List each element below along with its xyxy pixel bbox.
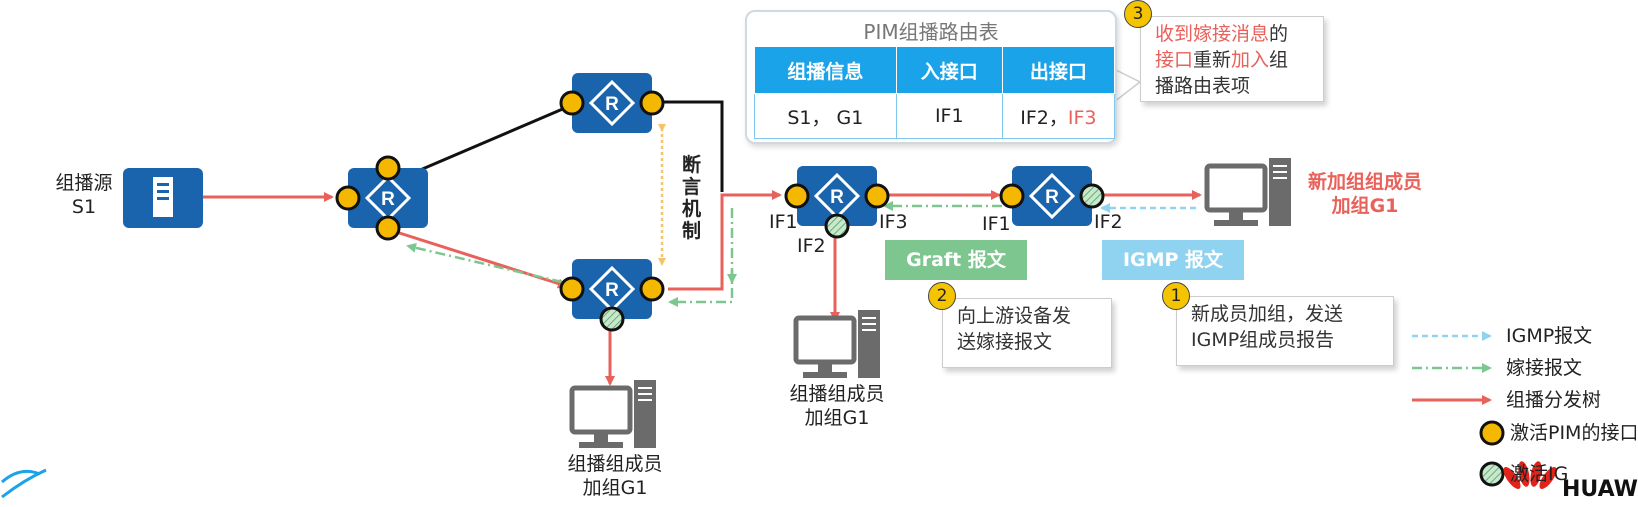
pim-table-cell-out-existing: IF2，	[1020, 106, 1068, 129]
pim-table-header-out: 出接口	[1001, 46, 1116, 94]
legend-pim-if-label: 激活PIM的接口	[1510, 422, 1636, 444]
multicast-source-server-icon	[123, 168, 203, 228]
pim-table-title: PIM组播路由表	[863, 20, 999, 44]
igmp-message-tag: IGMP 报文	[1102, 240, 1244, 280]
legend-igmp-label: IGMP报文	[1506, 325, 1593, 347]
graft-middle-to-lower	[668, 208, 734, 307]
receiver-new-line1: 新加组组成员	[1307, 171, 1422, 193]
callout3-part3: 接口	[1155, 49, 1194, 71]
callout-1: 新成员加组，发送 IGMP组成员报告	[1176, 296, 1394, 366]
callout3-line3: 播路由表项	[1155, 75, 1251, 97]
callout3-pointer	[1113, 68, 1142, 104]
if3-label-middle: IF3	[879, 211, 908, 233]
if1-label-middle: IF1	[769, 211, 798, 233]
step-3-badge: 3	[1124, 0, 1152, 28]
receiver-middle-line1: 组播组成员	[789, 383, 885, 405]
receiver-new-pc-icon	[1207, 158, 1291, 226]
receiver-new-line2: 加组G1	[1331, 195, 1399, 217]
pim-table-header-in: 入接口	[895, 46, 1003, 94]
legend-graft-label: 嫁接报文	[1506, 357, 1583, 379]
callout3-line1: 收到嫁接消息的	[1155, 21, 1323, 47]
callout3-part6: 组	[1269, 49, 1289, 71]
legend-pim-if-icon	[1479, 420, 1505, 446]
if2-label-middle: IF2	[797, 235, 826, 257]
if2-label-right: IF2	[1094, 211, 1123, 233]
callout3-line2: 接口重新加入组	[1155, 47, 1323, 73]
pim-table-cell-info: S1， G1	[754, 93, 897, 139]
legend-igmp-if-icon	[1479, 461, 1505, 487]
igmp-interfaces	[599, 183, 1105, 332]
receiver-middle-pc-icon	[796, 310, 880, 378]
receiver-middle-line2: 加组G1	[804, 407, 870, 429]
pim-table-cell-out: IF2，IF3	[1001, 93, 1116, 139]
receiver-left-line1: 组播组成员	[567, 453, 663, 475]
callout1-line1: 新成员加组，发送	[1191, 303, 1344, 325]
callout2-line1: 向上游设备发	[957, 305, 1072, 327]
callout3-part2: 的	[1269, 23, 1289, 45]
graft-lower-to-core	[406, 242, 563, 284]
if1-label-right: IF1	[982, 213, 1011, 235]
receiver-middle-label: 组播组成员 加组G1	[762, 382, 912, 430]
link-top-router-to-backbone	[650, 100, 724, 192]
source-label-line2: S1	[71, 196, 97, 218]
callout1-line2: IGMP组成员报告	[1191, 329, 1335, 351]
receiver-left-line2: 加组G1	[582, 477, 648, 499]
pim-routing-table: 组播信息 入接口 出接口 S1， G1 IF1 IF2，IF3	[754, 46, 1116, 139]
step-1-badge: 1	[1162, 282, 1190, 310]
callout3-part5: 加入	[1231, 49, 1270, 71]
huawei-brand-text: HUAWEI	[1562, 478, 1638, 502]
tree-lower-router-to-middle-router	[668, 190, 782, 291]
callout-2: 向上游设备发 送嫁接报文	[942, 298, 1112, 368]
source-label: 组播源 S1	[44, 171, 124, 219]
assert-label: 断言机制	[682, 154, 702, 242]
legend-igmp-if-label: 激活IGMP的接口	[1510, 463, 1570, 485]
pim-table-cell-out-new: IF3	[1067, 106, 1097, 129]
receiver-left-label: 组播组成员 加组G1	[540, 452, 690, 500]
callout3-part1: 收到嫁接消息	[1155, 23, 1270, 45]
step-2-badge: 2	[928, 282, 956, 310]
callout3-part4: 重新	[1193, 49, 1232, 71]
receiver-left-pc-icon	[572, 380, 656, 448]
pim-interfaces	[335, 90, 1025, 302]
huawei-logo-icon	[1503, 461, 1557, 490]
callout-3: 收到嫁接消息的 接口重新加入组 播路由表项	[1140, 16, 1324, 102]
legend-tree-label: 组播分发树	[1506, 389, 1602, 411]
receiver-new-label: 新加组组成员 加组G1	[1290, 170, 1440, 218]
pim-routing-table-panel: PIM组播路由表 组播信息 入接口 出接口 S1， G1 IF1 IF2，IF3	[745, 10, 1117, 144]
decorative-swirl-icon	[1, 468, 47, 499]
callout2-line2: 送嫁接报文	[957, 331, 1053, 353]
pim-table-header-info: 组播信息	[754, 46, 897, 94]
graft-message-tag: Graft 报文	[885, 240, 1027, 280]
source-label-line1: 组播源	[55, 172, 113, 194]
pim-table-cell-in: IF1	[895, 93, 1003, 139]
